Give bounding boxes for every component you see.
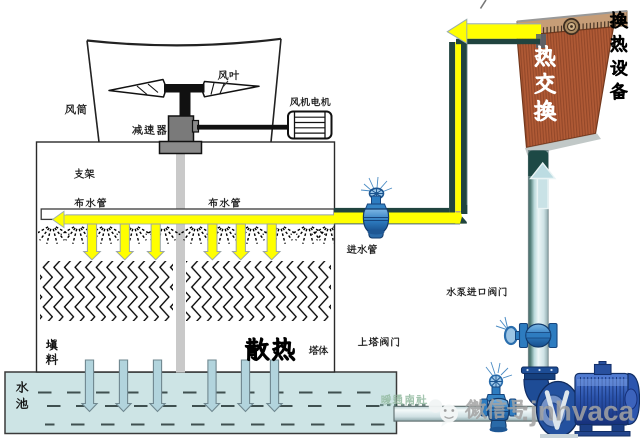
svg-text::jnhvaca: :jnhvaca [521,396,635,427]
